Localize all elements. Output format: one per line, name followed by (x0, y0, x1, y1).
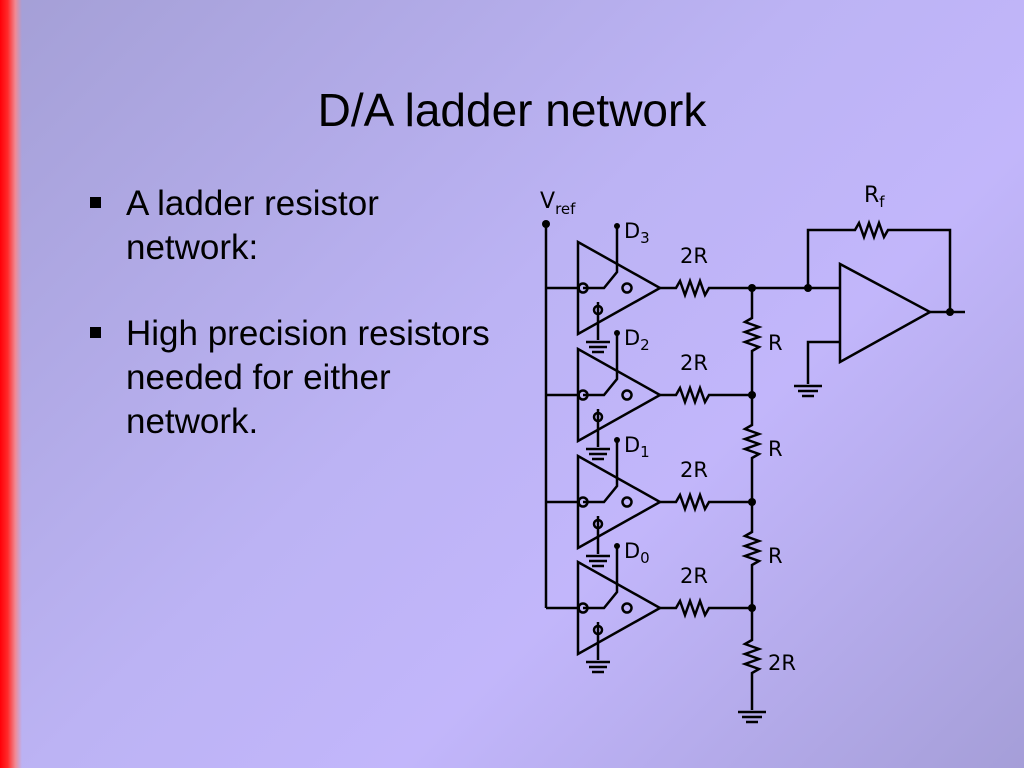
switch-stage (576, 223, 752, 354)
rf-label: Rf (864, 183, 885, 211)
series-resistor-label: 2R (680, 244, 708, 268)
bullet-item: High precision resistors needed for eith… (88, 312, 508, 444)
square-bullet-icon (90, 197, 101, 208)
series-resistor-label: 2R (680, 458, 708, 482)
series-resistor-label: 2R (680, 564, 708, 588)
slide-title: D/A ladder network (317, 84, 707, 136)
switch-bit-label: D2 (624, 326, 650, 354)
square-bullet-icon (90, 327, 101, 338)
bullet-text: High precision resistors needed for eith… (126, 314, 490, 441)
ladder-resistor-label: R (768, 331, 783, 355)
bullet-item: A ladder resistor network: (88, 182, 508, 270)
ladder-resistor-label: 2R (768, 651, 796, 675)
vref-label: Vref (540, 189, 576, 218)
ladder-rail (738, 284, 766, 724)
switch-bit-label: D0 (624, 539, 650, 567)
vref-bus (542, 220, 580, 610)
switch-bit-label: D3 (624, 219, 650, 247)
bullet-text: A ladder resistor network: (126, 184, 379, 267)
ladder-resistor-label: R (768, 544, 783, 568)
red-edge-accent (0, 0, 22, 768)
switch-stage (576, 437, 752, 568)
output-op-amp (752, 219, 965, 398)
series-resistor-label: 2R (680, 351, 708, 375)
ladder-resistor-label: R (768, 437, 783, 461)
switch-stage (576, 543, 752, 674)
switch-bit-label: D1 (624, 433, 650, 461)
switch-stage (576, 330, 752, 461)
bullet-list: A ladder resistor network: High precisio… (88, 182, 508, 486)
